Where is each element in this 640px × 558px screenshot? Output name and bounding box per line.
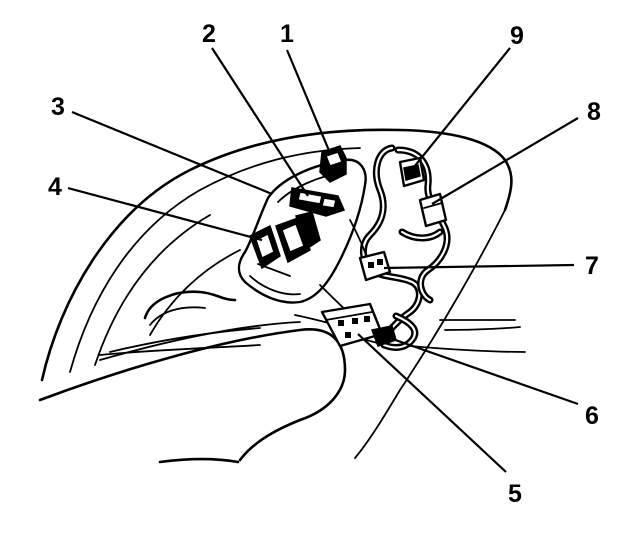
connector-lower <box>320 302 397 348</box>
callout-9: 9 <box>510 22 524 50</box>
leader-line-4 <box>67 186 263 242</box>
lock-switch <box>289 187 346 217</box>
callout-8: 8 <box>587 98 601 126</box>
window-switches <box>249 211 321 277</box>
connector-right <box>418 192 448 228</box>
callout-4: 4 <box>48 173 62 201</box>
leader-lines <box>67 47 579 473</box>
callout-numbers: 1 2 3 4 5 6 7 8 9 <box>48 20 601 508</box>
leader-line-7 <box>383 263 575 270</box>
mirror-switch-knob <box>319 145 347 183</box>
leader-line-3 <box>71 110 273 196</box>
callout-2: 2 <box>202 20 216 48</box>
leader-line-6 <box>383 334 579 406</box>
connector-mid <box>358 250 392 282</box>
leader-line-9 <box>409 47 511 173</box>
callout-1: 1 <box>280 20 294 48</box>
callout-3: 3 <box>51 93 65 121</box>
leader-line-2 <box>211 47 309 197</box>
callout-5: 5 <box>508 480 522 508</box>
leader-line-1 <box>285 49 332 154</box>
connector-upper <box>398 156 426 188</box>
callout-7: 7 <box>585 252 599 280</box>
leader-line-5 <box>357 333 507 473</box>
leader-line-8 <box>431 117 579 205</box>
callout-6: 6 <box>585 402 599 430</box>
